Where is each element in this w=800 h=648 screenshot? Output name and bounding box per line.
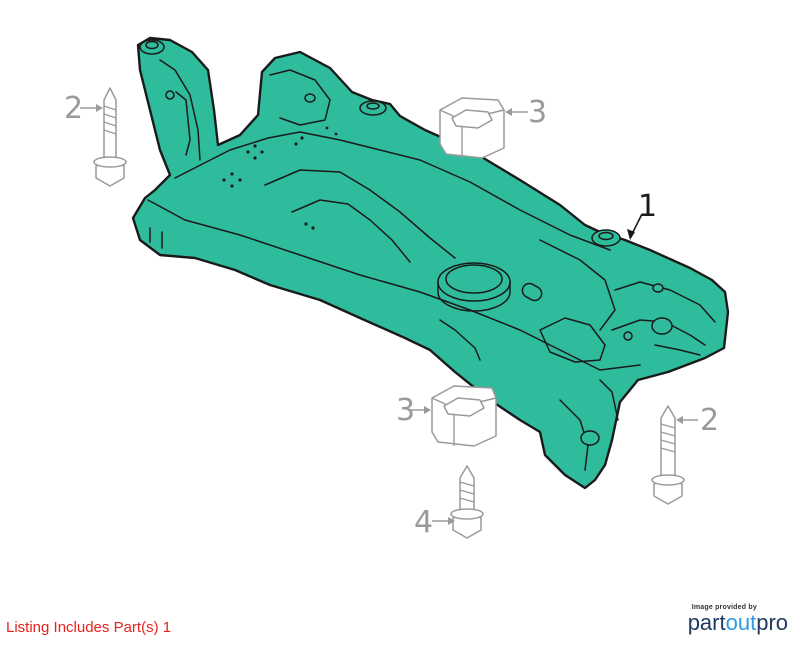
provider-logo: Image provided by partoutpro xyxy=(688,604,788,635)
bushing-part-3-lower[interactable]: 3 xyxy=(396,385,497,447)
mount-bosses xyxy=(139,39,673,446)
brand-out: out xyxy=(725,610,757,635)
turret xyxy=(437,262,543,312)
subframe-body xyxy=(131,36,730,490)
callout-4-label: 4 xyxy=(414,505,433,540)
bushing-part-3-upper[interactable]: 3 xyxy=(439,95,547,159)
callout-3-lower-label: 3 xyxy=(396,393,415,428)
provider-caption: Image provided by xyxy=(691,604,757,611)
subframe-details xyxy=(147,59,716,471)
listing-note: Listing Includes Part(s) 1 xyxy=(6,619,172,636)
bolt-part-4[interactable]: 4 xyxy=(414,465,484,540)
bolt-part-2-upper[interactable]: 2 xyxy=(64,87,127,187)
callout-1-label: 1 xyxy=(638,189,657,224)
callout-2-lower-label: 2 xyxy=(700,403,719,438)
callout-1: 1 xyxy=(627,189,657,240)
brand-wordmark: partoutpro xyxy=(688,611,788,635)
callout-2-upper-label: 2 xyxy=(64,91,83,126)
brand-pro: pro xyxy=(756,610,788,635)
drill-holes xyxy=(222,126,338,230)
brand-part: part xyxy=(687,610,726,635)
subframe-part-1[interactable] xyxy=(131,36,730,490)
callout-3-upper-label: 3 xyxy=(528,95,547,130)
bolt-part-2-lower[interactable]: 2 xyxy=(651,403,719,505)
